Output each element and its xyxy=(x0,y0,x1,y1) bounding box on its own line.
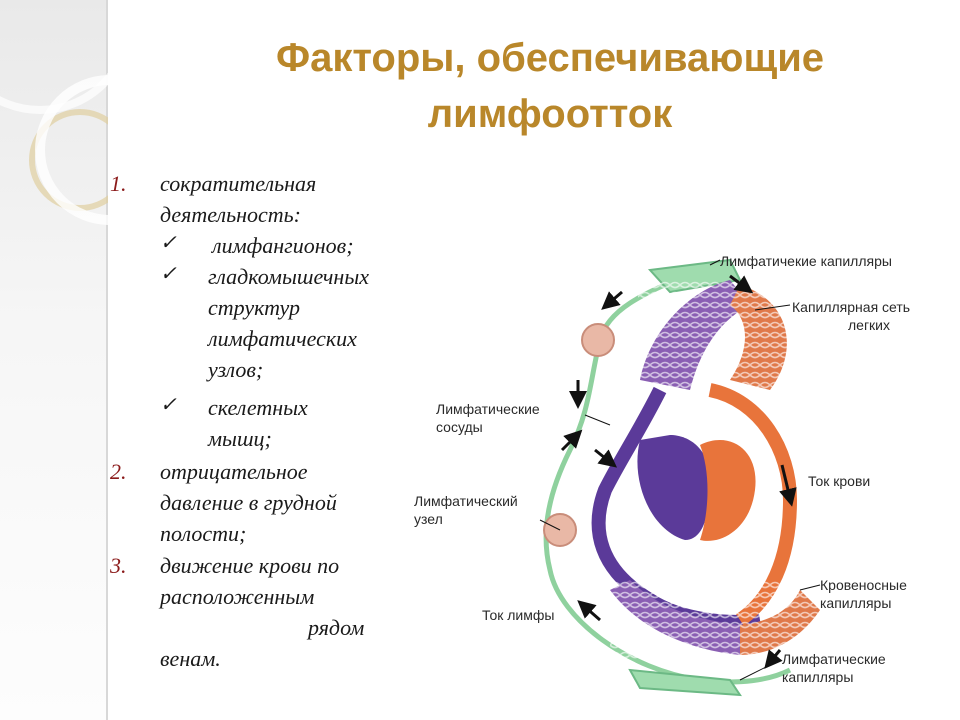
list-item-3-line-4: венам. xyxy=(160,646,221,671)
page-title: Факторы, обеспечивающие лимфоотток xyxy=(190,30,910,142)
label-lymph-capillaries-top: Лимфатичекие капилляры xyxy=(720,253,892,269)
list-item-1-line-1: сократительная xyxy=(160,171,317,196)
list-item-1-line-2: деятельность: xyxy=(160,202,302,227)
label-lung-network-line-2: легких xyxy=(848,317,891,333)
label-lymph-flow: Ток лимфы xyxy=(482,607,555,623)
arrow-icon xyxy=(560,429,583,452)
label-blood-flow: Ток крови xyxy=(808,473,871,489)
leader-line xyxy=(739,664,771,681)
side-panel-border xyxy=(106,0,108,720)
arrow-icon xyxy=(577,600,601,622)
arrow-icon xyxy=(764,649,783,669)
title-line-1: Факторы, обеспечивающие xyxy=(275,36,825,80)
lymph-capillaries-bottom xyxy=(628,668,742,697)
decorative-circles xyxy=(0,72,108,225)
label-blood-capillaries-line-2: капилляры xyxy=(820,595,892,611)
list-item-3-line-2: расположенным xyxy=(160,584,315,609)
title-line-2: лимфоотток xyxy=(427,92,673,136)
label-blood-capillaries-line-1: Кровеносные xyxy=(820,577,907,593)
heart-left-side xyxy=(700,440,756,541)
check-icon: ✓ xyxy=(160,394,177,416)
heart-right-side xyxy=(637,435,710,540)
leader-line xyxy=(709,259,721,266)
arrow-icon xyxy=(729,274,754,294)
label-lymph-node-line-2: узел xyxy=(414,511,443,527)
list-item-2-line-3: полости; xyxy=(160,521,247,546)
label-lung-network-line-1: Капиллярная сеть xyxy=(792,299,911,315)
list-item-3-line-3: рядом xyxy=(308,615,365,640)
arrow-icon xyxy=(594,448,618,468)
sublist-item-3-line-2: мышц; xyxy=(208,426,272,451)
list-item-2-line-2: давление в грудной xyxy=(160,490,337,515)
label-lymph-node-line-1: Лимфатический xyxy=(414,493,518,509)
check-icon: ✓ xyxy=(160,232,177,254)
sublist-item-2-line-1: гладкомышечных xyxy=(208,264,369,289)
sublist-item-3-line-1: скелетных xyxy=(208,395,308,420)
list-number-1: 1. xyxy=(110,171,127,196)
list-number-3: 3. xyxy=(110,553,127,578)
label-lymph-vessels-line-2: сосуды xyxy=(436,419,483,435)
leader-line xyxy=(584,414,611,426)
list-item-2-line-1: отрицательное xyxy=(160,459,308,484)
circulation-illustration xyxy=(539,258,821,697)
label-lymph-capillaries-bottom-line-2: капилляры xyxy=(782,669,854,685)
lymph-node-top xyxy=(581,323,615,357)
leader-line xyxy=(799,584,821,591)
arrow-icon xyxy=(601,290,623,310)
sublist-item-2-line-2: структур xyxy=(208,295,300,320)
leader-line xyxy=(754,304,791,311)
arrow-icon xyxy=(779,464,797,507)
sublist-item-2-line-3: лимфатических xyxy=(208,326,357,351)
list-item-3-line-1: движение крови по xyxy=(160,553,340,578)
leader-line xyxy=(539,519,561,531)
circulation-diagram: Лимфатичекие капилляры Капиллярная сеть … xyxy=(410,240,950,715)
sublist-item-2-line-4: узлов; xyxy=(208,357,264,382)
list-number-2: 2. xyxy=(110,459,127,484)
sublist-item-1: лимфангионов; xyxy=(212,233,354,258)
check-icon: ✓ xyxy=(160,263,177,285)
label-lymph-vessels-line-1: Лимфатические xyxy=(436,401,540,417)
label-lymph-capillaries-bottom-line-1: Лимфатические xyxy=(782,651,886,667)
